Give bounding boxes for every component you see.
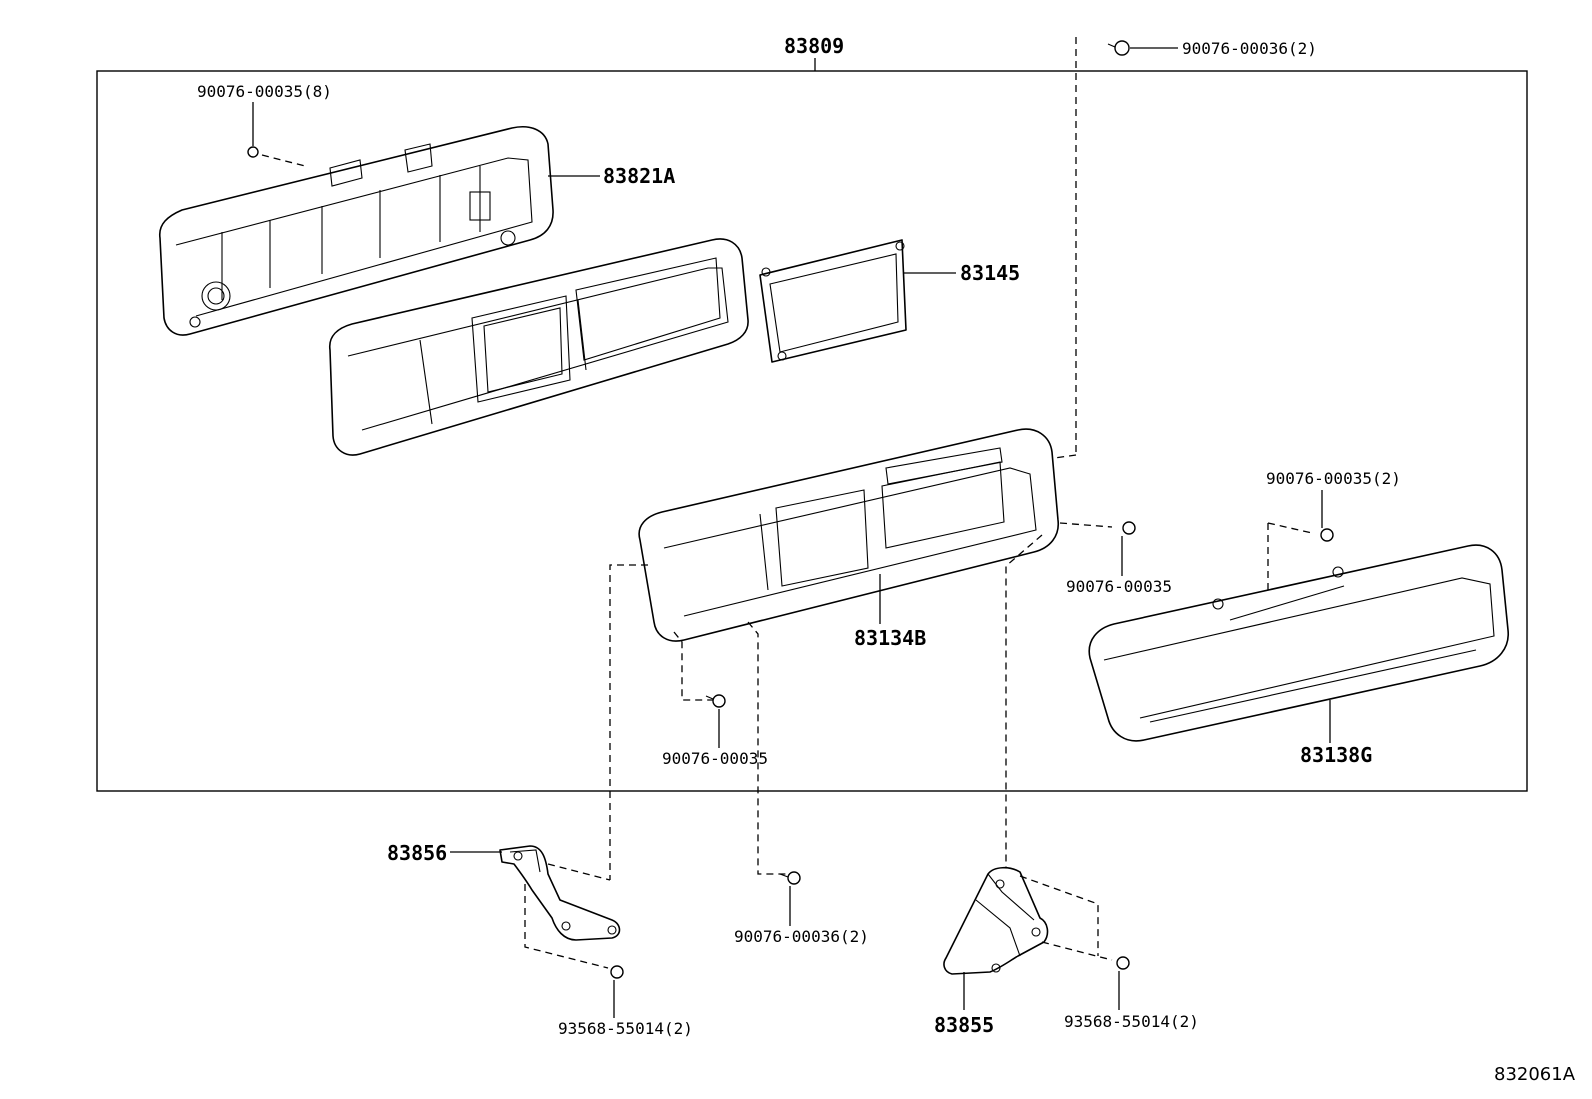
screw-bottom-left: 93568-55014(2) — [558, 965, 693, 1038]
label-screw-top-left: 90076-00035(8) — [197, 82, 332, 101]
screw-top-right: 90076-00036(2) — [1107, 39, 1317, 58]
label-screw-lower-center: 90076-00036(2) — [734, 927, 869, 946]
screw-lower-left: 90076-00035 — [662, 694, 768, 768]
label-rear-case: 83821A — [603, 164, 675, 188]
rear-case — [158, 126, 554, 336]
label-bracket-left: 83856 — [387, 841, 447, 865]
assembly-label: 83809 — [784, 34, 844, 58]
label-bracket-right: 83855 — [934, 1013, 994, 1037]
label-screw-center: 90076-00035 — [1066, 577, 1172, 596]
bracket-right — [943, 866, 1049, 975]
display-plate — [759, 239, 907, 363]
label-screw-bottom-left: 93568-55014(2) — [558, 1019, 693, 1038]
circuit-board-case — [328, 238, 749, 456]
label-screw-top-right: 90076-00036(2) — [1182, 39, 1317, 58]
screw-bottom-right: 93568-55014(2) — [1064, 956, 1199, 1031]
label-front-lens: 83138G — [1300, 743, 1372, 767]
label-screw-bottom-right: 93568-55014(2) — [1064, 1012, 1199, 1031]
front-lens — [1088, 544, 1509, 742]
label-middle-frame: 83134B — [854, 626, 926, 650]
label-screw-right-mid: 90076-00035(2) — [1266, 469, 1401, 488]
assembly-boundary — [96, 70, 1528, 792]
screw-center: 90076-00035 — [1066, 521, 1172, 596]
screw-lower-center: 90076-00036(2) — [734, 871, 869, 946]
screw-top-left: 90076-00035(8) — [197, 82, 332, 167]
bracket-left — [499, 845, 621, 941]
label-screw-lower-left: 90076-00035 — [662, 749, 768, 768]
figure-id: 832061A — [1494, 1064, 1576, 1085]
label-display-plate: 83145 — [960, 261, 1020, 285]
middle-frame — [638, 428, 1059, 642]
